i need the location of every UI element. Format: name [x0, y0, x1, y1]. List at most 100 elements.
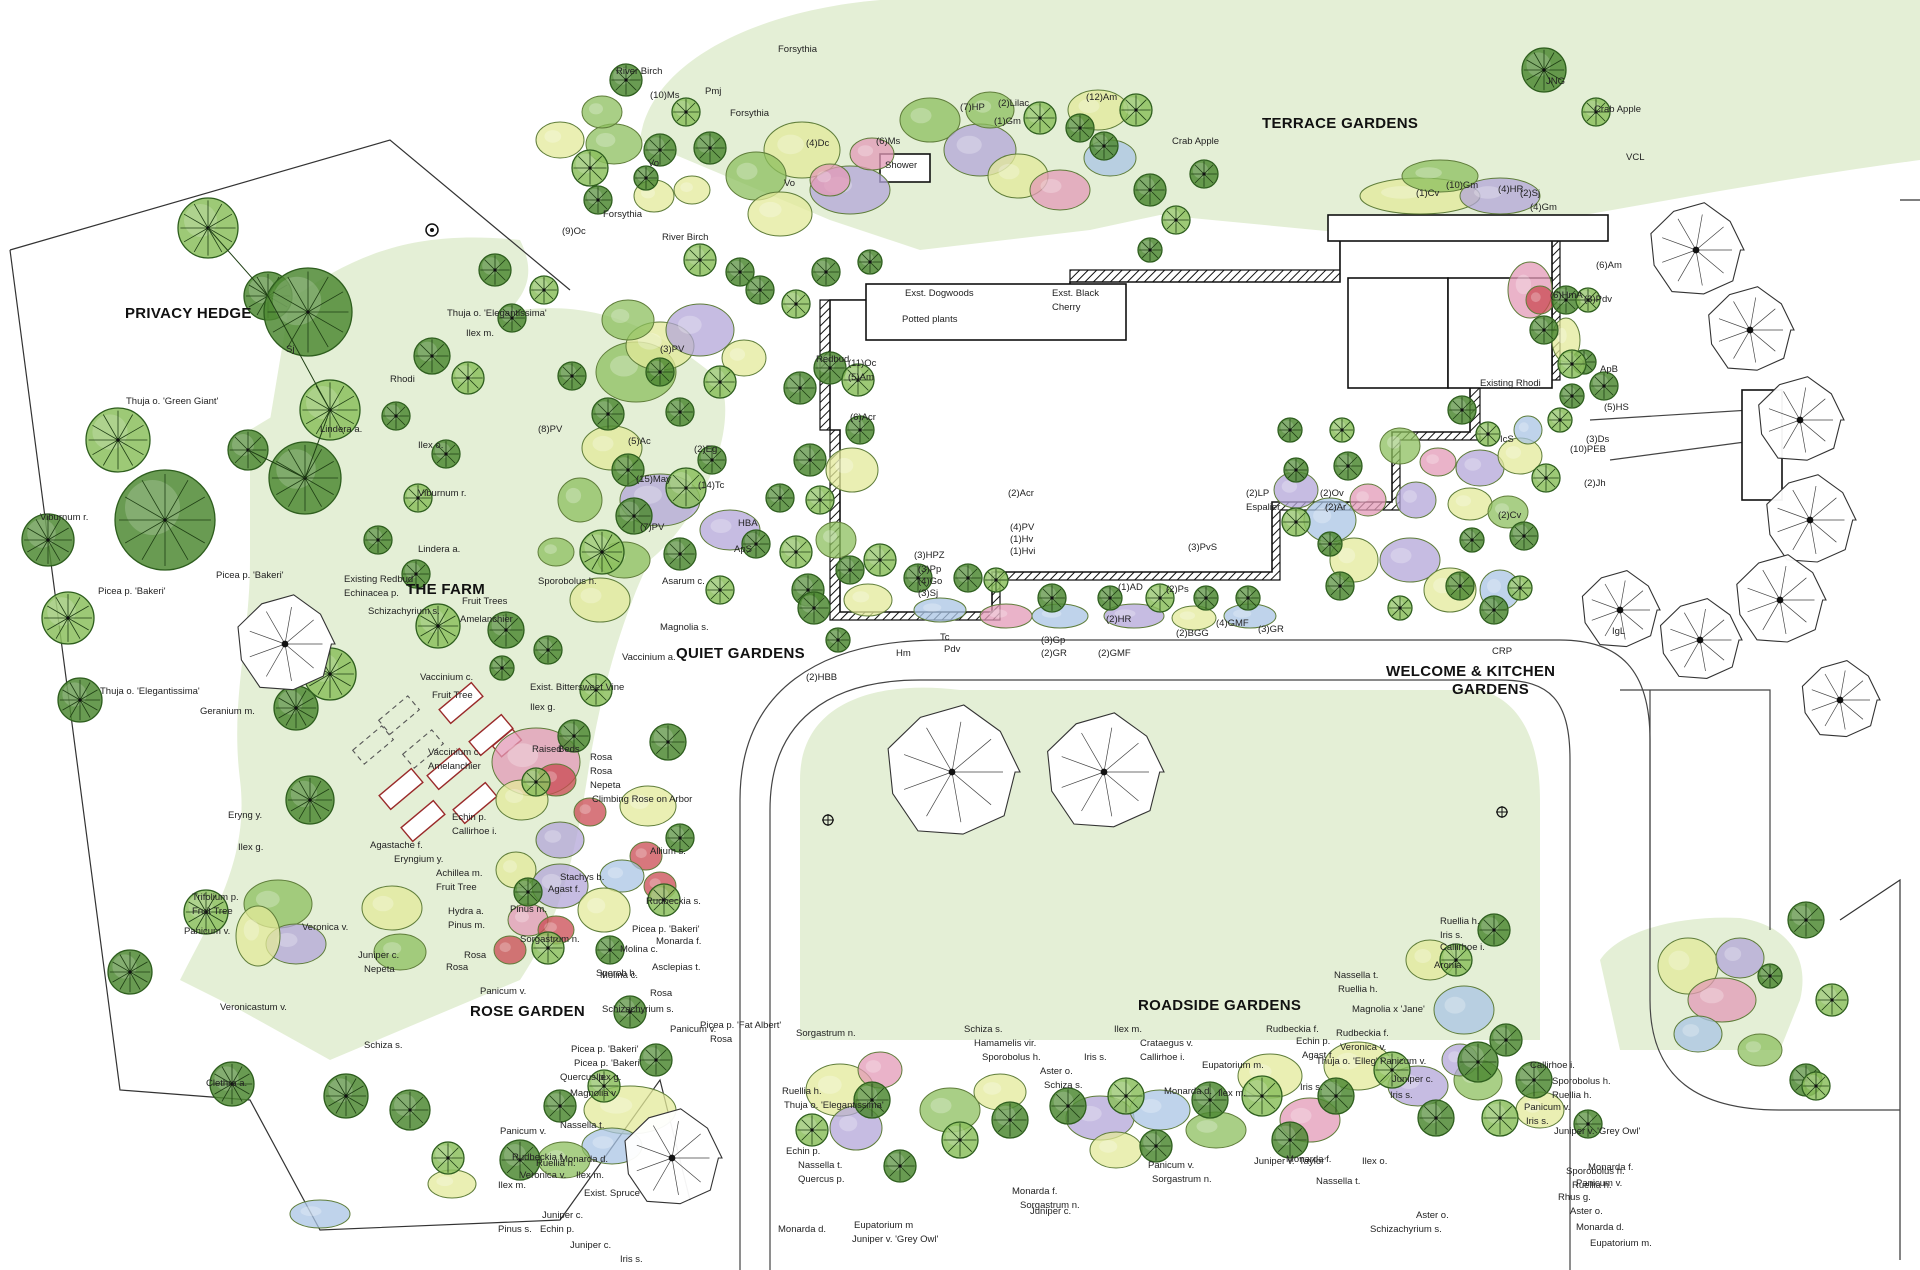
existing-tree-outline: [887, 704, 1021, 835]
tree: [683, 243, 717, 277]
house-wing-a: [1347, 277, 1449, 389]
plant-label: Nassella t.: [1334, 970, 1378, 981]
plant-label: (3)Pdv: [1584, 294, 1612, 305]
shrub-mass: [1673, 1015, 1723, 1053]
tree: [1161, 205, 1191, 235]
plant-label: Juniper v. 'Taylor': [1254, 1156, 1326, 1167]
plant-label: Amelanchier: [460, 614, 513, 625]
survey-point-icon: [822, 806, 1508, 826]
tree: [1037, 583, 1067, 613]
tree: [1547, 407, 1573, 433]
shrub-mass: [1433, 985, 1495, 1035]
tree: [1557, 349, 1587, 379]
tree: [1445, 571, 1475, 601]
plant-label: IgL: [1612, 626, 1625, 637]
existing-tree-outline: [1801, 659, 1881, 738]
shrub-mass: [1395, 481, 1437, 519]
shrub-mass: [747, 191, 813, 237]
plant-label: Ilex m.: [576, 1170, 604, 1181]
tree: [1589, 371, 1619, 401]
plant-label: Rudbeckia s.: [646, 896, 701, 907]
shrub-mass: [1171, 605, 1217, 631]
plant-label: Panicum v.: [1576, 1178, 1622, 1189]
tree: [1317, 531, 1343, 557]
plant-label: (6)Acr: [850, 412, 876, 423]
plant-label: (4)GMF: [1216, 618, 1249, 629]
plant-label: Thuja o. 'Elleg': [1316, 1056, 1378, 1067]
plant-label: Vaccinium c.: [428, 747, 481, 758]
plant-label: Agast f.: [1302, 1050, 1334, 1061]
shrub-mass: [1455, 449, 1505, 487]
deck-step: [1327, 214, 1609, 242]
plant-label: Schiza s.: [1044, 1080, 1083, 1091]
plant-label: Schizachyrium s.: [602, 1004, 674, 1015]
plant-label: Picea p. 'Bakeri': [571, 1044, 639, 1055]
shrub-mass: [1737, 1033, 1783, 1067]
plant-label: (5)HS: [1604, 402, 1629, 413]
plant-label: Veronicastum v.: [220, 1002, 287, 1013]
tree: [671, 97, 701, 127]
shrub-mass: [973, 1073, 1027, 1111]
tree: [451, 361, 485, 395]
shrub-mass: [373, 933, 427, 971]
garage-pad: [865, 283, 1127, 341]
tree: [1119, 93, 1153, 127]
plant-label: Vo: [648, 158, 659, 169]
plant-label: Callirhoe i.: [1530, 1060, 1575, 1071]
shrub-mass: [493, 935, 527, 965]
existing-tree-outline: [1736, 554, 1827, 643]
tree: [805, 485, 835, 515]
shrub-mass: [1323, 1041, 1393, 1091]
plant-label: (2)Cv: [1498, 510, 1521, 521]
plant-label: Rudbeckia f.: [512, 1152, 565, 1163]
plant-label: Fruit Tree: [192, 906, 233, 917]
shrub-mass: [535, 821, 585, 859]
tree: [1573, 1109, 1603, 1139]
plant-label: Thuja o. 'Green Giant': [126, 396, 219, 407]
plant-label: Vo: [784, 178, 795, 189]
tree: [705, 575, 735, 605]
tree: [579, 673, 613, 707]
plant-label: Rosa: [590, 766, 613, 777]
area-title-terrace-gardens: TERRACE GARDENS: [1262, 115, 1418, 132]
tree: [1145, 583, 1175, 613]
plant-label: Exst. Black: [1052, 288, 1099, 299]
tree: [663, 537, 697, 571]
tree: [665, 823, 695, 853]
shrub-mass: [1459, 177, 1541, 215]
plant-label: Panicum v.: [1148, 1160, 1194, 1171]
plant-label: Rosa: [590, 752, 613, 763]
plant-label: (4)Go: [918, 576, 942, 587]
plant-label: Panicum v.: [1380, 1056, 1426, 1067]
plant-label: Existing Redbud: [344, 574, 413, 585]
tree: [1271, 1121, 1309, 1159]
plant-label: (8)PV: [538, 424, 563, 435]
plant-label: Ilex m.: [1114, 1024, 1142, 1035]
plant-label: (3)HPZ: [914, 550, 945, 561]
tree: [107, 949, 153, 995]
tree: [1801, 1071, 1831, 1101]
tree: [85, 407, 151, 473]
plant-label: Exist. Spruce: [584, 1188, 640, 1199]
plant-label: Cherry: [1052, 302, 1081, 313]
plant-label: IcS: [1500, 434, 1514, 445]
plant-label: Hamamelis vir.: [974, 1038, 1036, 1049]
tree: [1559, 383, 1585, 409]
plant-label: Ruellia h.: [1572, 1180, 1612, 1191]
shrub-mass: [535, 121, 585, 159]
existing-tree-outline: [1766, 474, 1857, 563]
shrub-mass: [599, 859, 645, 893]
tree: [587, 1069, 621, 1103]
shrub-mass: [537, 1141, 591, 1179]
plant-label: Forsythia: [730, 108, 770, 119]
plant-label: Panicum v.: [500, 1126, 546, 1137]
plant-label: Eryng y.: [228, 810, 262, 821]
shrub-mass: [843, 583, 893, 617]
tree: [991, 1101, 1029, 1139]
plant-label: (7)PV: [640, 522, 665, 533]
plant-label: (3)Pp: [918, 564, 941, 575]
plant-label: Lindera a.: [418, 544, 460, 555]
plant-label: Callirhoe i.: [452, 826, 497, 837]
existing-trees: [237, 202, 1881, 1205]
tree: [1479, 595, 1509, 625]
